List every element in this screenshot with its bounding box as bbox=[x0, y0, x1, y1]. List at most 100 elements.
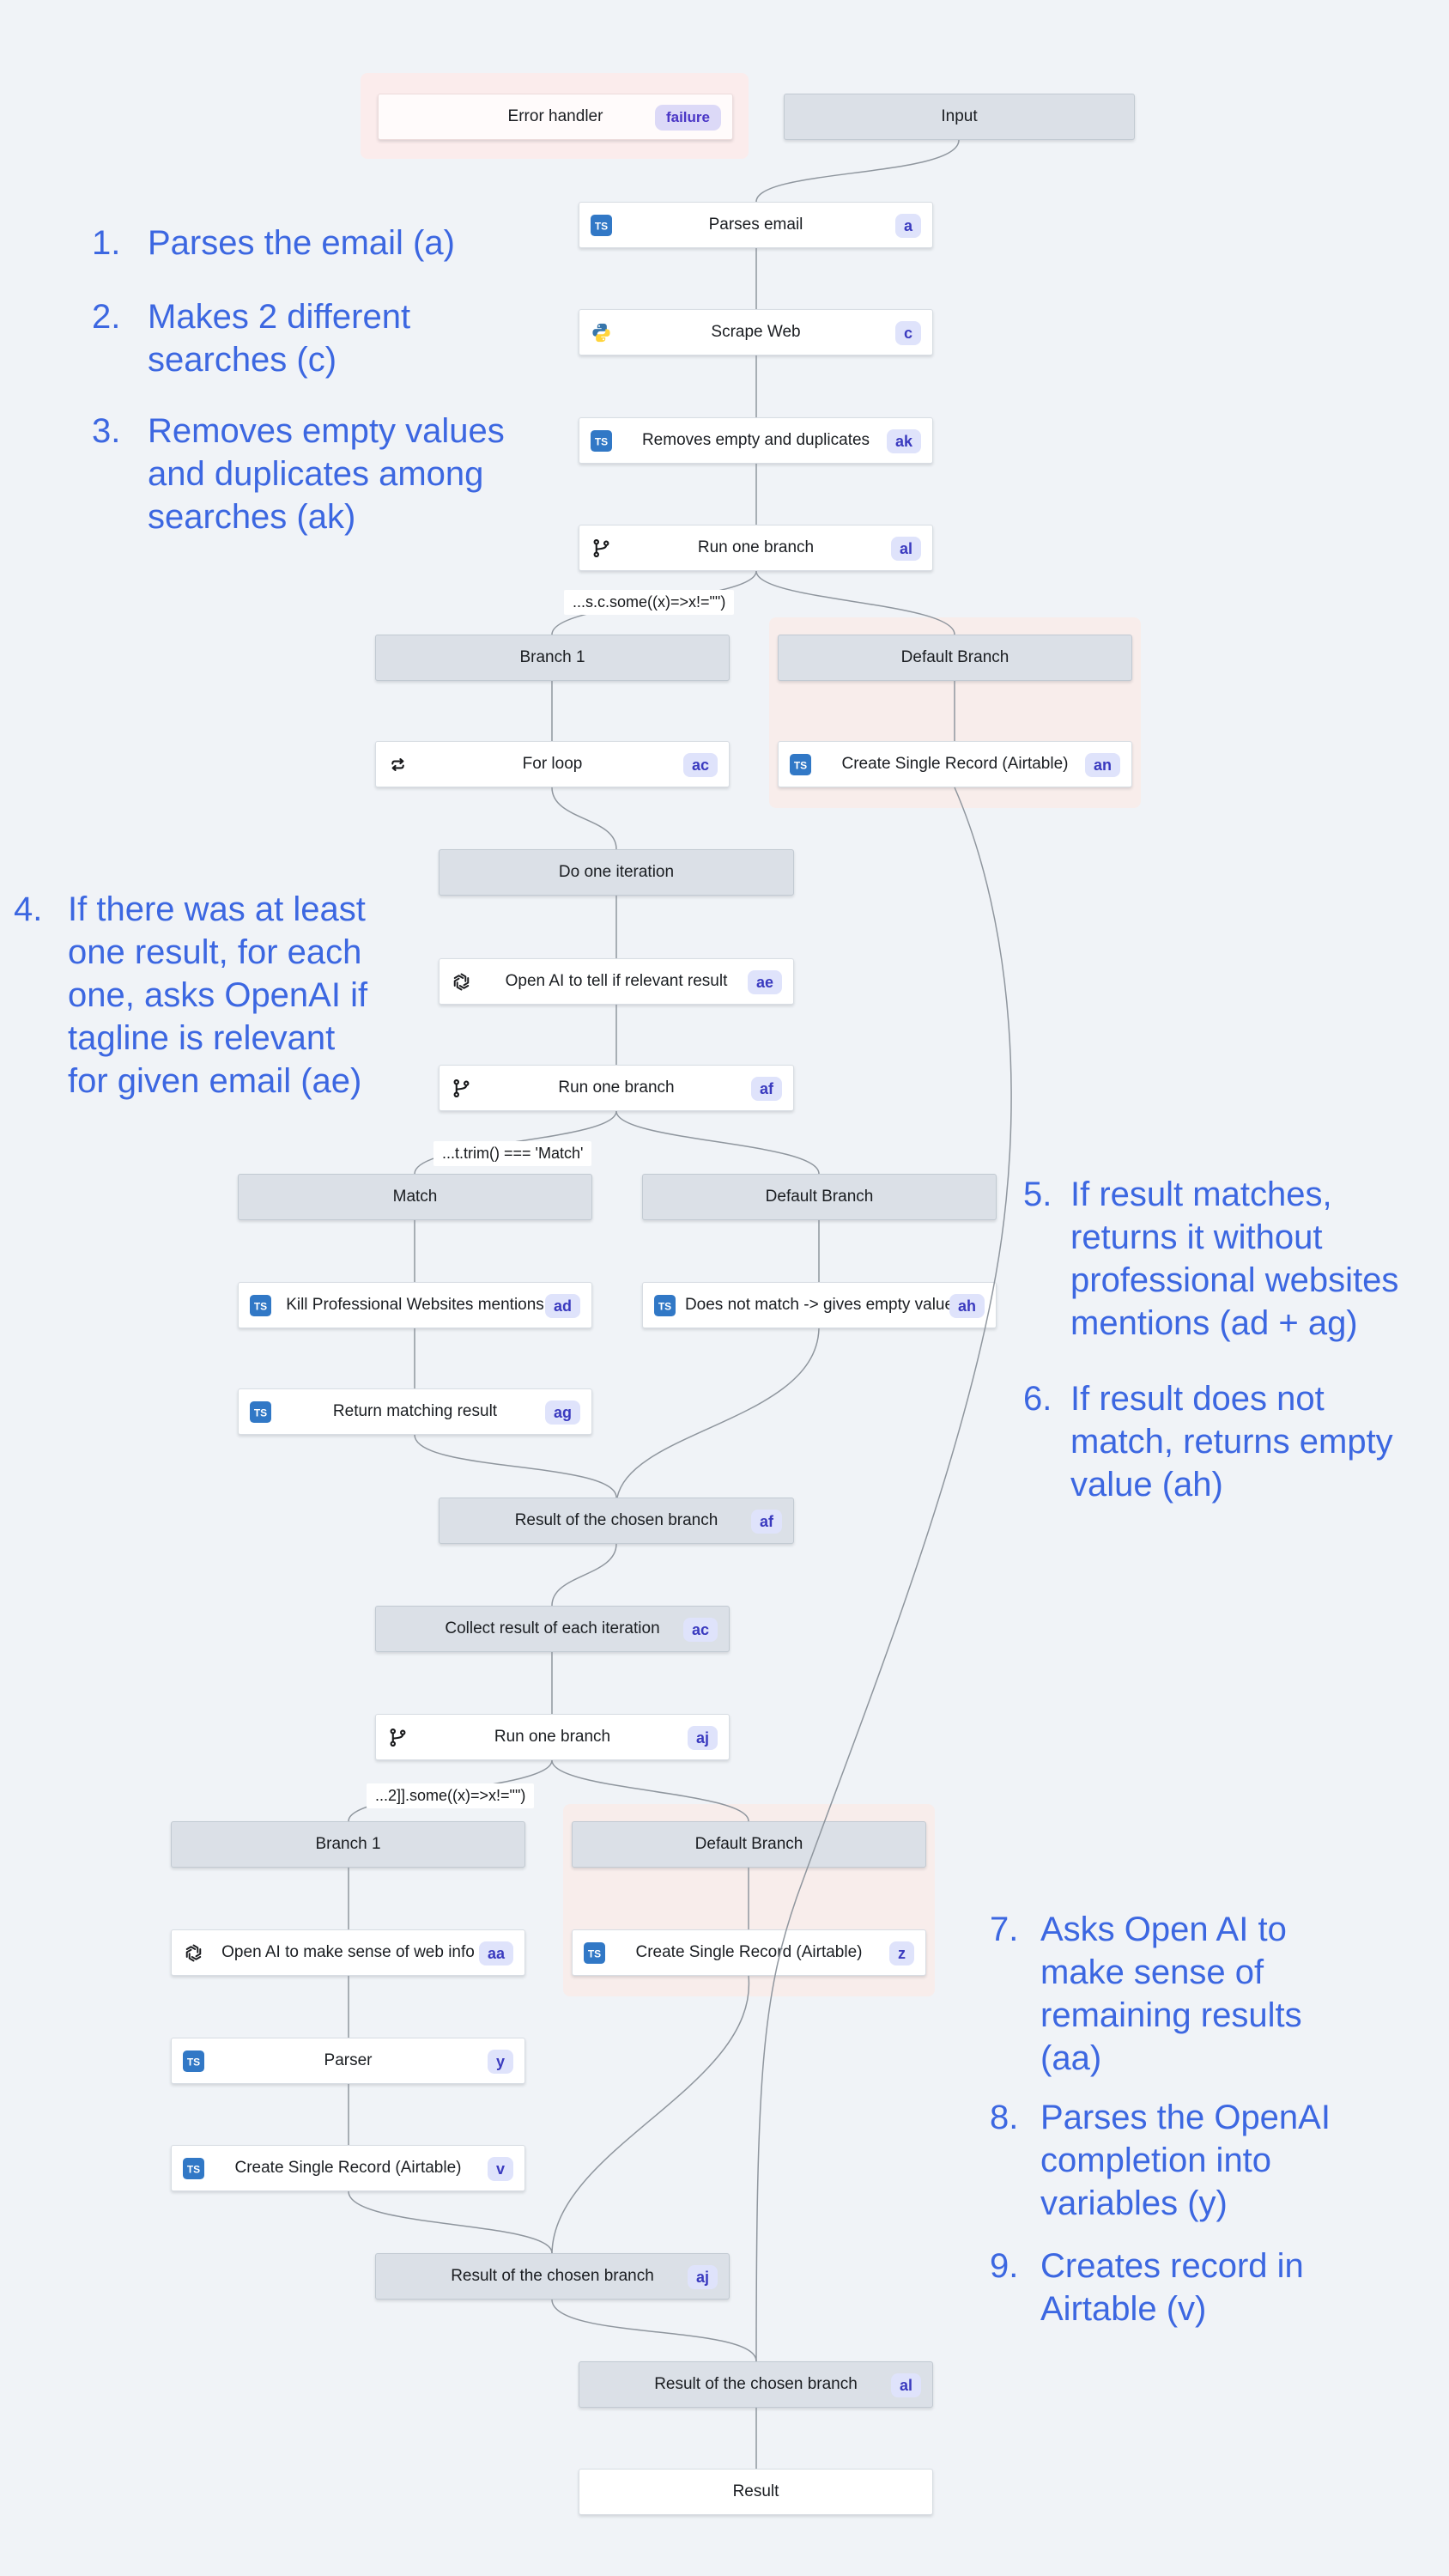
node-badge: ag bbox=[544, 1400, 580, 1425]
node-badge: aj bbox=[687, 2265, 718, 2289]
annotation-line: Asks Open AI to bbox=[1040, 1911, 1287, 1948]
ts-icon: TS bbox=[250, 1401, 271, 1423]
ts-icon: TS bbox=[584, 1942, 605, 1964]
node-label: For loop bbox=[522, 755, 583, 773]
node-branch-1-b[interactable]: Branch 1 bbox=[171, 1821, 525, 1868]
ts-icon: TS bbox=[591, 430, 612, 452]
annotation-text: Parses the email (a) bbox=[148, 222, 455, 264]
node-label: Create Single Record (Airtable) bbox=[635, 1943, 863, 1961]
annotation-line: and duplicates among bbox=[148, 455, 484, 493]
node-match-header[interactable]: Match bbox=[238, 1174, 592, 1220]
node-label: Create Single Record (Airtable) bbox=[841, 755, 1069, 773]
ts-icon: TS bbox=[790, 754, 811, 775]
svg-text:TS: TS bbox=[187, 2164, 200, 2176]
node-do-one-iteration[interactable]: Do one iteration bbox=[439, 849, 794, 896]
annotation-number: 5. bbox=[1023, 1176, 1052, 1213]
openai-icon bbox=[451, 971, 472, 993]
svg-text:TS: TS bbox=[595, 221, 608, 233]
node-badge: an bbox=[1084, 753, 1120, 777]
node-badge: af bbox=[750, 1510, 782, 1534]
annotation-line: Parses the email (a) bbox=[148, 224, 455, 262]
annotation-line: If there was at least bbox=[68, 890, 366, 928]
node-label: Run one branch bbox=[697, 538, 815, 556]
node-create-single-record-airtable-an[interactable]: TS Create Single Record (Airtable) an bbox=[778, 741, 1132, 787]
node-label: Match bbox=[392, 1188, 438, 1206]
node-badge: al bbox=[890, 2373, 921, 2397]
node-label: Run one branch bbox=[558, 1078, 675, 1097]
node-label: Scrape Web bbox=[711, 323, 801, 341]
node-branch-1-a[interactable]: Branch 1 bbox=[375, 635, 730, 681]
node-label: Open AI to make sense of web info bbox=[221, 1943, 475, 1961]
annotation-line: Removes empty values bbox=[148, 412, 505, 450]
annotation-line: returns it without bbox=[1070, 1218, 1323, 1256]
svg-text:TS: TS bbox=[254, 1301, 267, 1313]
openai-icon bbox=[183, 1942, 204, 1964]
svg-text:TS: TS bbox=[658, 1301, 671, 1313]
svg-text:TS: TS bbox=[595, 436, 608, 448]
annotation-line: variables (y) bbox=[1040, 2184, 1228, 2222]
node-label: Input bbox=[941, 107, 978, 125]
node-label: Create Single Record (Airtable) bbox=[234, 2159, 462, 2177]
node-badge: ac bbox=[682, 1618, 718, 1642]
svg-text:TS: TS bbox=[254, 1407, 267, 1419]
node-label: Result of the chosen branch bbox=[514, 1511, 718, 1529]
node-openai-relevant-result[interactable]: Open AI to tell if relevant result ae bbox=[439, 958, 794, 1005]
node-label: Open AI to tell if relevant result bbox=[505, 972, 728, 990]
annotation-line: Creates record in bbox=[1040, 2247, 1304, 2285]
annotation-number: 6. bbox=[1023, 1380, 1052, 1418]
node-label: Run one branch bbox=[494, 1728, 611, 1746]
node-input[interactable]: Input bbox=[784, 94, 1135, 140]
edge-input-to-parses-email bbox=[755, 139, 960, 203]
node-label: Default Branch bbox=[694, 1835, 803, 1853]
annotation-line: If result matches, bbox=[1070, 1176, 1332, 1213]
node-default-branch-a[interactable]: Default Branch bbox=[778, 635, 1132, 681]
annotation-number: 3. bbox=[92, 412, 121, 450]
node-label: Error handler bbox=[507, 107, 603, 125]
node-badge: ac bbox=[682, 753, 718, 777]
node-default-branch-c[interactable]: Default Branch bbox=[572, 1821, 926, 1868]
node-default-branch-b[interactable]: Default Branch bbox=[642, 1174, 997, 1220]
node-badge: v bbox=[487, 2157, 513, 2181]
annotation-line: (aa) bbox=[1040, 2039, 1102, 2077]
node-return-matching-result[interactable]: TS Return matching result ag bbox=[238, 1388, 592, 1435]
node-create-single-record-airtable-v[interactable]: TS Create Single Record (Airtable) v bbox=[171, 2145, 525, 2191]
node-label: Kill Professional Websites mentions bbox=[286, 1296, 544, 1314]
annotation-number: 2. bbox=[92, 298, 121, 336]
annotation-line: Parses the OpenAI bbox=[1040, 2099, 1331, 2136]
annotation-line: mentions (ad + ag) bbox=[1070, 1304, 1358, 1342]
annotation-line: searches (ak) bbox=[148, 498, 356, 536]
loop-icon bbox=[387, 754, 409, 775]
node-result-of-chosen-branch-af[interactable]: Result of the chosen branch af bbox=[439, 1498, 794, 1544]
node-for-loop[interactable]: For loop ac bbox=[375, 741, 730, 787]
svg-text:TS: TS bbox=[794, 760, 807, 772]
node-badge: ae bbox=[747, 970, 782, 994]
annotation-line: for given email (ae) bbox=[68, 1062, 362, 1100]
node-badge: a bbox=[894, 214, 921, 238]
node-label: Return matching result bbox=[332, 1402, 498, 1420]
node-result[interactable]: Result bbox=[579, 2469, 933, 2515]
edge-create-z-to-result-aj bbox=[551, 1975, 749, 2254]
condition-run-al: ...s.c.some((x)=>x!="") bbox=[564, 590, 735, 615]
